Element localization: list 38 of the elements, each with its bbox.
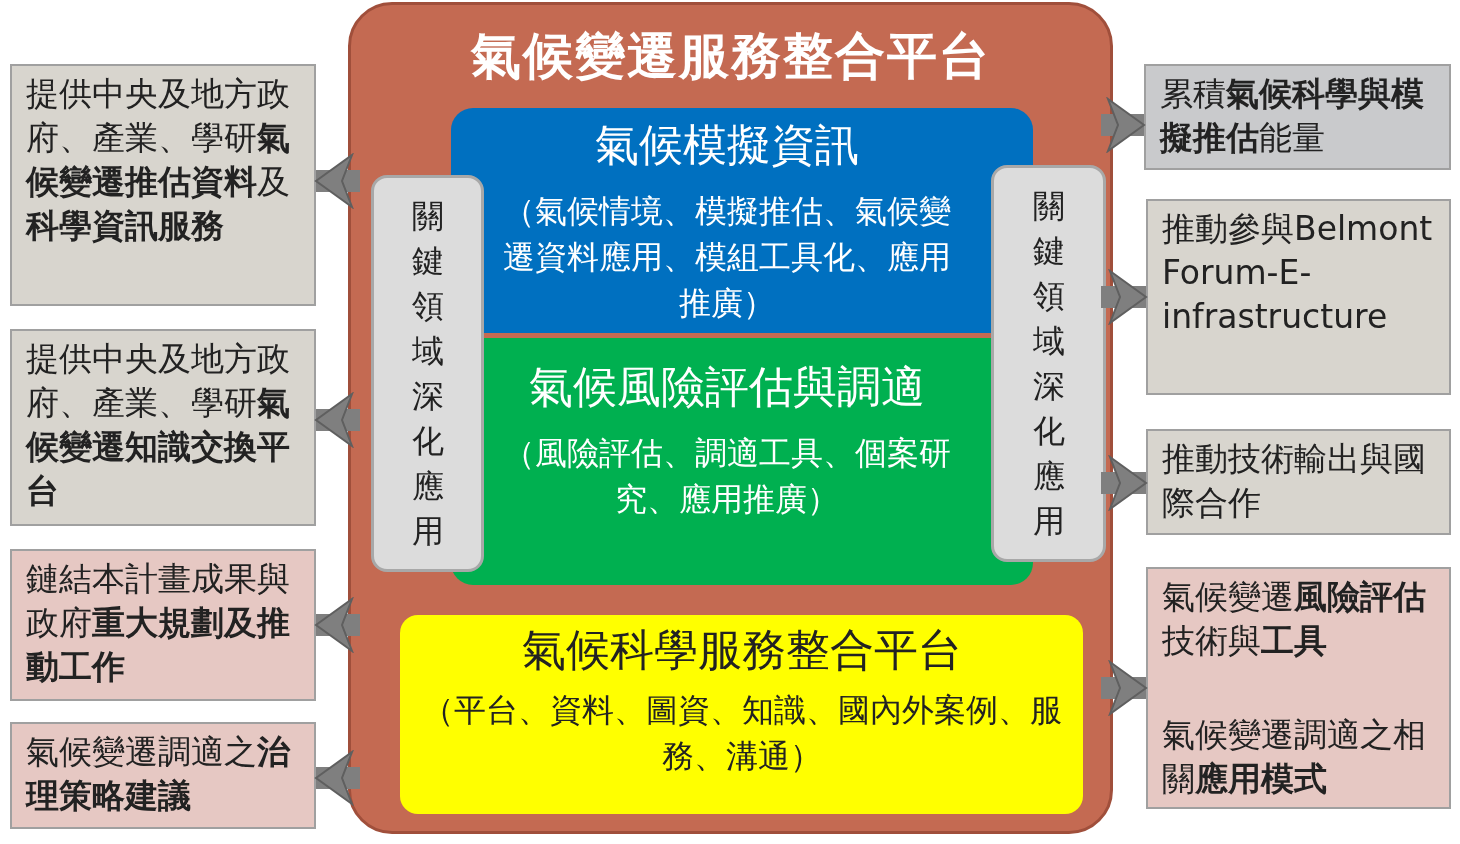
arrow <box>315 393 360 447</box>
output-text: 累積氣候科學與模擬推估能量 <box>1160 73 1425 159</box>
module-title: 氣候風險評估與調適 <box>528 360 926 414</box>
panel-text: 關鍵領域深化應用 <box>410 195 445 552</box>
output-box <box>10 329 316 526</box>
output-box <box>10 64 316 306</box>
module-title: 氣候模擬資訊 <box>594 118 860 172</box>
arrow <box>315 154 360 208</box>
output-text: 提供中央及地方政府、產業、學研氣候變遷推估資料及科學資訊服務 <box>26 73 291 247</box>
module-items: （平台、資料、圖資、知識、國內外案例、服務、溝通） <box>420 690 1063 777</box>
output-box <box>1146 429 1451 535</box>
panel-text: 關鍵領域深化應用 <box>1031 185 1066 542</box>
output-text: 鏈結本計畫成果與政府重大規劃及推動工作 <box>26 558 291 688</box>
output-box <box>1146 199 1451 395</box>
module-items: （風險評估、調適工具、個案研究、應用推廣） <box>502 433 952 520</box>
platform-box <box>348 2 1113 834</box>
arrow <box>1101 456 1147 510</box>
output-box <box>10 549 316 701</box>
arrow <box>315 598 360 652</box>
output-text: 氣候變遷調適之治理策略建議 <box>26 731 292 817</box>
platform-title: 氣候變遷服務整合平台 <box>469 26 992 87</box>
arrow <box>1101 270 1147 324</box>
side-panel <box>991 165 1106 562</box>
arrow <box>1101 661 1147 715</box>
module-items: （氣候情境、模擬推估、氣候變遷資料應用、模組工具化、應用推廣） <box>502 191 952 324</box>
output-text: 提供中央及地方政府、產業、學研氣候變遷知識交換平台 <box>26 338 291 512</box>
module-box <box>400 615 1083 814</box>
module-title: 氣候科學服務整合平台 <box>520 623 963 677</box>
output-box <box>10 722 316 829</box>
side-panel <box>371 175 484 572</box>
output-text: 氣候變遷調適之相關應用模式 <box>1162 714 1427 800</box>
output-text: 推動技術輸出與國際合作 <box>1162 438 1427 524</box>
arrow <box>315 751 360 805</box>
output-box <box>1144 64 1451 170</box>
output-text: 氣候變遷風險評估技術與工具 <box>1162 576 1427 662</box>
arrow <box>1101 98 1145 152</box>
output-box <box>1146 567 1451 809</box>
output-text: 推動參與Belmont Forum-E-infrastructure <box>1162 208 1434 338</box>
